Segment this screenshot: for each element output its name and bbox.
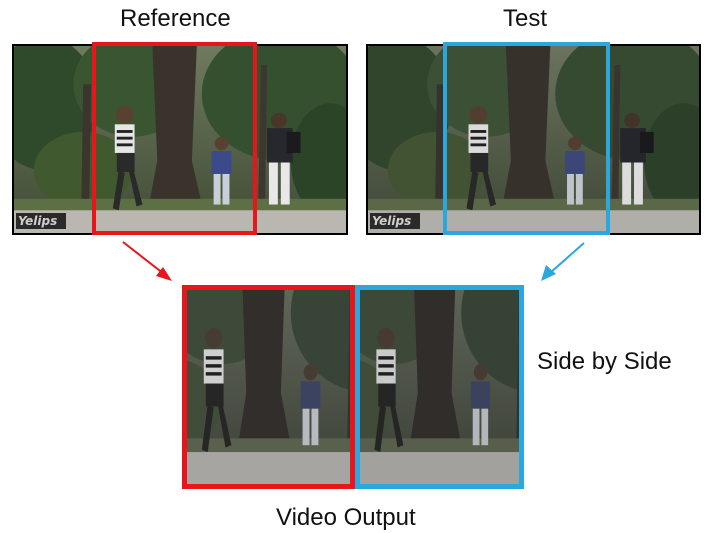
output-test-frame <box>355 285 524 489</box>
output-reference-image <box>187 290 350 484</box>
reference-label: Reference <box>120 5 231 32</box>
watermark-logo: Yelips <box>16 213 66 229</box>
watermark-logo: Yelips <box>370 213 420 229</box>
side-by-side-label: Side by Side <box>537 348 672 375</box>
test-arrow <box>541 242 585 281</box>
test-label: Test <box>503 5 548 32</box>
reference-crop-box <box>92 42 257 235</box>
output-reference-frame <box>182 285 355 489</box>
test-crop-box <box>443 42 610 235</box>
video-output-label: Video Output <box>276 504 416 531</box>
reference-arrow <box>122 241 172 281</box>
output-test-image <box>360 290 519 484</box>
